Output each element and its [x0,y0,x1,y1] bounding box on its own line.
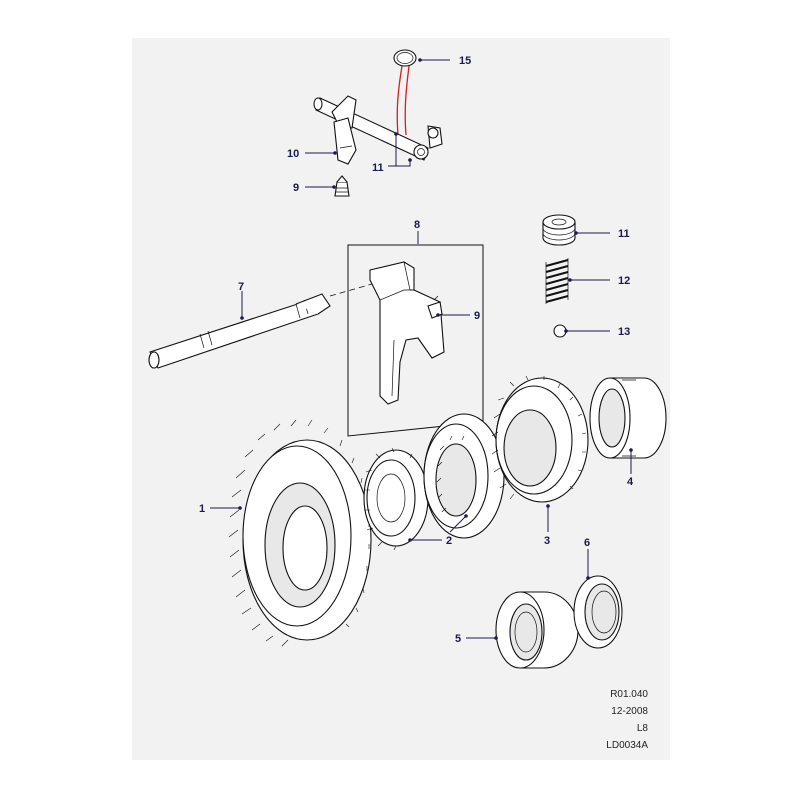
callout-10: 10 [287,148,299,160]
callout-7: 7 [238,281,244,293]
callout-12: 11 [618,228,630,240]
callout-1: 1 [199,503,205,515]
callout-4: 4 [627,476,634,488]
leader-lines [210,58,633,640]
callout-6: 6 [584,537,590,549]
part-5-bearing [495,591,579,669]
callout-3: 3 [544,535,550,547]
model-code: L8 [636,723,648,734]
callout-8: 8 [414,219,420,231]
part-2-synchro-sleeve [423,413,505,539]
part-1-helical-gear [228,419,372,647]
callout-9-top: 9 [293,182,299,194]
part-8-fork-frame [329,244,484,437]
part-10-selector-finger [333,117,357,165]
callout-2: 2 [446,535,452,547]
part-9-pin-top [334,175,350,197]
callout-5: 5 [455,633,461,645]
part-2-synchro-hub [363,447,429,551]
callout-14: 13 [618,326,630,338]
callout-9-fork: 9 [474,310,480,322]
part-13-spring [545,258,569,304]
diagram-sheet: 15 10 11 9 8 11 7 12 9 13 4 1 2 3 6 5 [132,38,670,760]
part-6-seal [573,575,623,649]
drawing-reference-block: R01.040 12-2008 L8 LD0034A [606,686,648,754]
part-4-bearing-sleeve [589,377,667,459]
part-11-selector-shaft [313,95,443,161]
callout-11: 11 [372,162,384,174]
part-15-o-ring [393,49,417,136]
section-code: R01.040 [610,689,648,700]
part-7-shift-rail [148,293,331,369]
callout-15: 15 [459,55,471,67]
exploded-parts-diagram: 15 10 11 9 8 11 7 12 9 13 4 1 2 3 6 5 [148,49,667,669]
drawing-number: LD0034A [606,740,648,751]
revision-date: 12-2008 [611,706,648,717]
part-12-plug [542,214,576,246]
part-3-helical-gear [491,375,589,503]
callout-13: 12 [618,275,630,287]
